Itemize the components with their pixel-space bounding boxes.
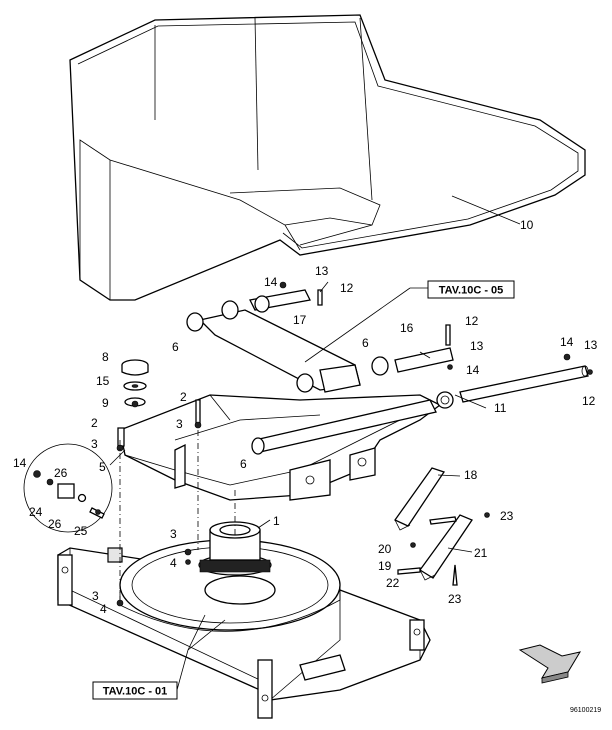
callout-24: 24 xyxy=(29,505,43,519)
callout-17: 17 xyxy=(293,313,307,327)
callout-3: 3 xyxy=(170,527,177,541)
callout-23: 23 xyxy=(448,592,462,606)
callout-21: 21 xyxy=(474,546,488,560)
callout-13: 13 xyxy=(584,338,598,352)
callout-14: 14 xyxy=(13,456,27,470)
callouts: 10 14 13 12 17 6 6 16 12 13 14 14 13 12 … xyxy=(13,218,598,616)
callout-15: 15 xyxy=(96,374,110,388)
hopper xyxy=(69,14,586,301)
nut-14-upper xyxy=(279,281,287,289)
callout-3: 3 xyxy=(176,417,183,431)
detail-circle xyxy=(23,443,113,533)
nut-3-lower xyxy=(116,599,124,607)
callout-4: 4 xyxy=(100,602,107,616)
callout-12: 12 xyxy=(582,394,596,408)
bolt-13-upper xyxy=(317,289,323,306)
callout-12: 12 xyxy=(465,314,479,328)
ref-box-frame[interactable]: TAV.10C - 01 xyxy=(92,681,178,700)
callout-25: 25 xyxy=(74,524,88,538)
bolt-2-upper xyxy=(195,399,201,426)
small-block xyxy=(107,547,123,563)
nut-3-ring xyxy=(184,548,192,556)
callout-26: 26 xyxy=(48,517,62,531)
callout-13: 13 xyxy=(470,339,484,353)
ref-label-shaft: TAV.10C - 05 xyxy=(439,285,504,297)
callout-14: 14 xyxy=(466,363,480,377)
callout-23: 23 xyxy=(500,509,514,523)
callout-9: 9 xyxy=(102,396,109,410)
callout-12: 12 xyxy=(340,281,354,295)
callout-20: 20 xyxy=(378,542,392,556)
callout-1: 1 xyxy=(273,514,280,528)
callout-19: 19 xyxy=(378,559,392,573)
callout-14: 14 xyxy=(560,335,574,349)
callout-2: 2 xyxy=(180,390,187,404)
callout-2: 2 xyxy=(91,416,98,430)
arm-assembly xyxy=(186,289,454,393)
callout-3: 3 xyxy=(92,589,99,603)
drawing-number: 96100219 xyxy=(570,707,601,714)
nut-4-ring xyxy=(185,559,191,565)
brackets xyxy=(394,467,490,586)
bolt-12-mid xyxy=(445,324,451,346)
direction-arrow-icon xyxy=(518,644,582,684)
callout-8: 8 xyxy=(102,350,109,364)
bolt-2-left xyxy=(117,427,125,447)
ref-frame-leader xyxy=(176,649,189,691)
ref-box-shaft[interactable]: TAV.10C - 05 xyxy=(427,280,515,299)
callout-16: 16 xyxy=(400,321,414,335)
callout-3: 3 xyxy=(91,437,98,451)
leader-lines xyxy=(109,195,521,651)
callout-5: 5 xyxy=(99,460,106,474)
callout-4: 4 xyxy=(170,556,177,570)
callout-22: 22 xyxy=(386,576,400,590)
callout-10: 10 xyxy=(520,218,534,232)
ref-label-frame: TAV.10C - 01 xyxy=(103,686,168,698)
lower-shaft xyxy=(251,391,454,455)
callout-18: 18 xyxy=(464,468,478,482)
callout-6: 6 xyxy=(362,336,369,350)
callout-26: 26 xyxy=(54,466,68,480)
shaft-11 xyxy=(459,353,593,403)
nut-3-upper xyxy=(194,421,202,429)
callout-6: 6 xyxy=(240,457,247,471)
callout-6: 6 xyxy=(172,340,179,354)
nut-14-mid xyxy=(447,364,453,370)
callout-13: 13 xyxy=(315,264,329,278)
washer-stack xyxy=(121,359,149,408)
callout-11: 11 xyxy=(494,401,507,415)
callout-14: 14 xyxy=(264,275,278,289)
